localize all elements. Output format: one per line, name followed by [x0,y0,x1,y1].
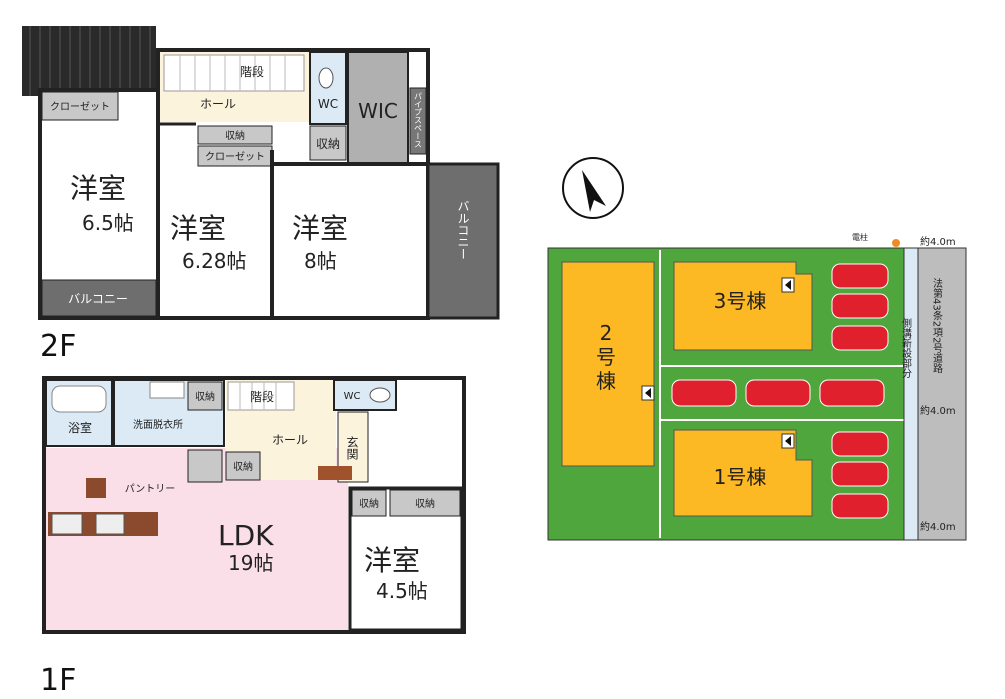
roof-hatch [22,26,156,96]
building-1-label: 1号棟 [714,465,767,489]
room-2f-c-size: 8帖 [304,249,337,273]
wic-label: WIC [358,99,398,123]
building-2-label-3: 棟 [596,369,616,393]
pantry-storage [187,449,223,483]
bath-label: 浴室 [68,420,92,435]
stove-icon [51,513,83,535]
storage-1f-c [351,489,387,517]
wc-2f [309,51,347,125]
car-icon [819,379,885,407]
wc-1f-label: WC [344,391,361,402]
entrance-label: 玄関 [345,435,359,460]
fridge-icon [86,478,106,498]
sink-icon [149,381,185,399]
shoe-box [318,466,352,480]
building-2 [561,261,655,467]
closet-left-label: クローゼット [50,101,110,113]
balcony-2f-bottom [41,279,157,317]
car-icon [745,379,811,407]
car-icon [831,493,889,519]
closet-left [41,91,119,121]
room-1f-size: 4.5帖 [376,579,428,603]
stairs-1f-label: 階段 [250,389,274,404]
building-3 [673,261,813,351]
drain-strip [903,247,919,541]
stairs-2f [163,54,305,92]
storage-2f-top-label: 収納 [225,129,245,142]
storage-1f-d-label: 収納 [415,497,435,510]
car-icon [831,293,889,319]
pipe-space [409,87,427,155]
pantry-label: パントリー [125,483,176,495]
road-width-bot: 約4.0m [920,520,956,533]
building-2-label-2: 号 [596,345,616,369]
storage-2f-top [197,125,273,145]
washroom-label: 洗面脱衣所 [133,418,183,431]
building-2-label-1: 2 [600,321,613,345]
bathtub-icon [51,385,107,413]
storage-1f-d [389,489,461,517]
car-icon [831,325,889,351]
wic [347,51,409,165]
room-1f-name: 洋室 [364,544,420,577]
car-icon [831,461,889,487]
room-2f-c-name: 洋室 [292,212,348,245]
north-arrow-icon [562,157,624,219]
room-2f-a-name: 洋室 [70,172,126,205]
road-width-top: 約4.0m [920,235,956,248]
closet-mid-label: クローゼット [205,151,265,163]
pole-label: 電柱 [852,232,868,242]
balcony-2f-right [426,162,500,320]
floor-2f: 階段 ホール WC WIC パイプスペース クローゼット 収納 クローゼット 収… [22,26,500,364]
room-2f-b-name: 洋室 [170,212,226,245]
storage-1f-a-label: 収納 [195,390,215,403]
balcony-2f-bottom-label: バルコニー [68,292,128,306]
stairs-2f-label: 階段 [240,64,264,79]
storage-1f-a [187,381,223,411]
site-plan: 2 号 棟 3号棟 1号棟 側 [547,232,967,541]
hall-1f-label: ホール [272,433,308,447]
room-2f-a-size: 6.5帖 [82,211,134,235]
storage-1f-b-label: 収納 [233,460,253,473]
kitchen-sink-icon [95,513,125,535]
road-label: 法第43条2項2号道路 [931,277,943,374]
storage-1f-b [225,451,261,481]
ldk-size: 19帖 [228,551,273,575]
balcony-2f-right-label: バルコニー [456,200,470,260]
pipe-space-label: パイプスペース [414,92,423,148]
toilet-1f-icon [369,387,391,403]
drain-label: 側溝新設部分 [900,317,912,379]
utility-pole-icon [892,239,900,247]
storage-2f-right [309,125,347,161]
floor-1f: 浴室 洗面脱衣所 収納 階段 ホール WC 玄関 パントリー 収納 LDK 19 [40,376,466,698]
car-icon [831,431,889,457]
toilet-2f-icon [318,67,334,89]
room-2f-b-size: 6.28帖 [182,249,247,273]
wc-2f-label: WC [318,97,338,111]
floor-2f-label: 2F [40,329,76,364]
storage-1f-c-label: 収納 [359,497,379,510]
stairs-1f [227,381,295,411]
hall-2f-label: ホール [200,97,236,111]
car-icon [831,263,889,289]
road [917,247,967,541]
ldk-name: LDK [218,519,274,552]
building-3-label: 3号棟 [714,289,767,313]
car-icon [671,379,737,407]
storage-2f-right-label: 収納 [316,137,340,151]
floor-1f-label: 1F [40,663,76,698]
road-width-mid: 約4.0m [920,404,956,417]
building-1 [673,429,813,517]
